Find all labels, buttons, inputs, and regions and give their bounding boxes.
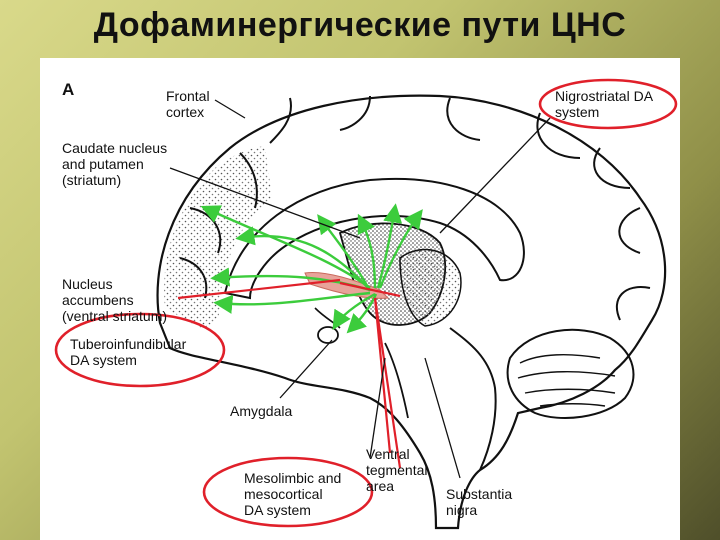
nigrostriatal-highlight <box>538 78 678 130</box>
gyri-lines <box>179 95 651 321</box>
leader-lines <box>169 99 551 479</box>
cerebellum <box>506 328 635 419</box>
pituitary <box>317 326 339 344</box>
panel-letter: A <box>62 80 75 99</box>
label-tuberoinfundibular: Tuberoinfundibular DA system <box>70 336 187 368</box>
corpus-callosum <box>223 177 525 300</box>
slide-title: Дофаминергические пути ЦНС <box>93 6 627 44</box>
label-nigrostriatal: Nigrostriatal DA system <box>555 88 654 120</box>
brainstem <box>449 327 497 471</box>
label-ventral-tegmental: Ventral tegmental area <box>366 446 428 494</box>
brain-diagram <box>54 78 678 530</box>
brain-outline <box>156 94 667 530</box>
thalamus <box>399 248 462 327</box>
label-caudate-putamen: Caudate nucleus and putamen (striatum) <box>62 140 168 188</box>
label-frontal-cortex: Frontal cortex <box>166 88 210 120</box>
label-substantia-nigra: Substantia nigra <box>446 486 513 518</box>
label-nucleus-accumbens: Nucleus accumbens (ventral striatum) <box>62 276 168 324</box>
frontal-cortex-region <box>164 146 272 328</box>
label-amygdala: Amygdala <box>230 403 293 419</box>
highlight-circles <box>54 78 678 528</box>
mesolimbic-highlight <box>202 456 374 528</box>
cerebellum-folia <box>517 354 616 407</box>
tuberoinfundibular-highlight <box>54 312 226 388</box>
label-mesolimbic: Mesolimbic and mesocortical DA system <box>244 470 342 518</box>
brain-diagram-panel: A Frontal cortex Caudate nucleus and put… <box>40 58 680 540</box>
